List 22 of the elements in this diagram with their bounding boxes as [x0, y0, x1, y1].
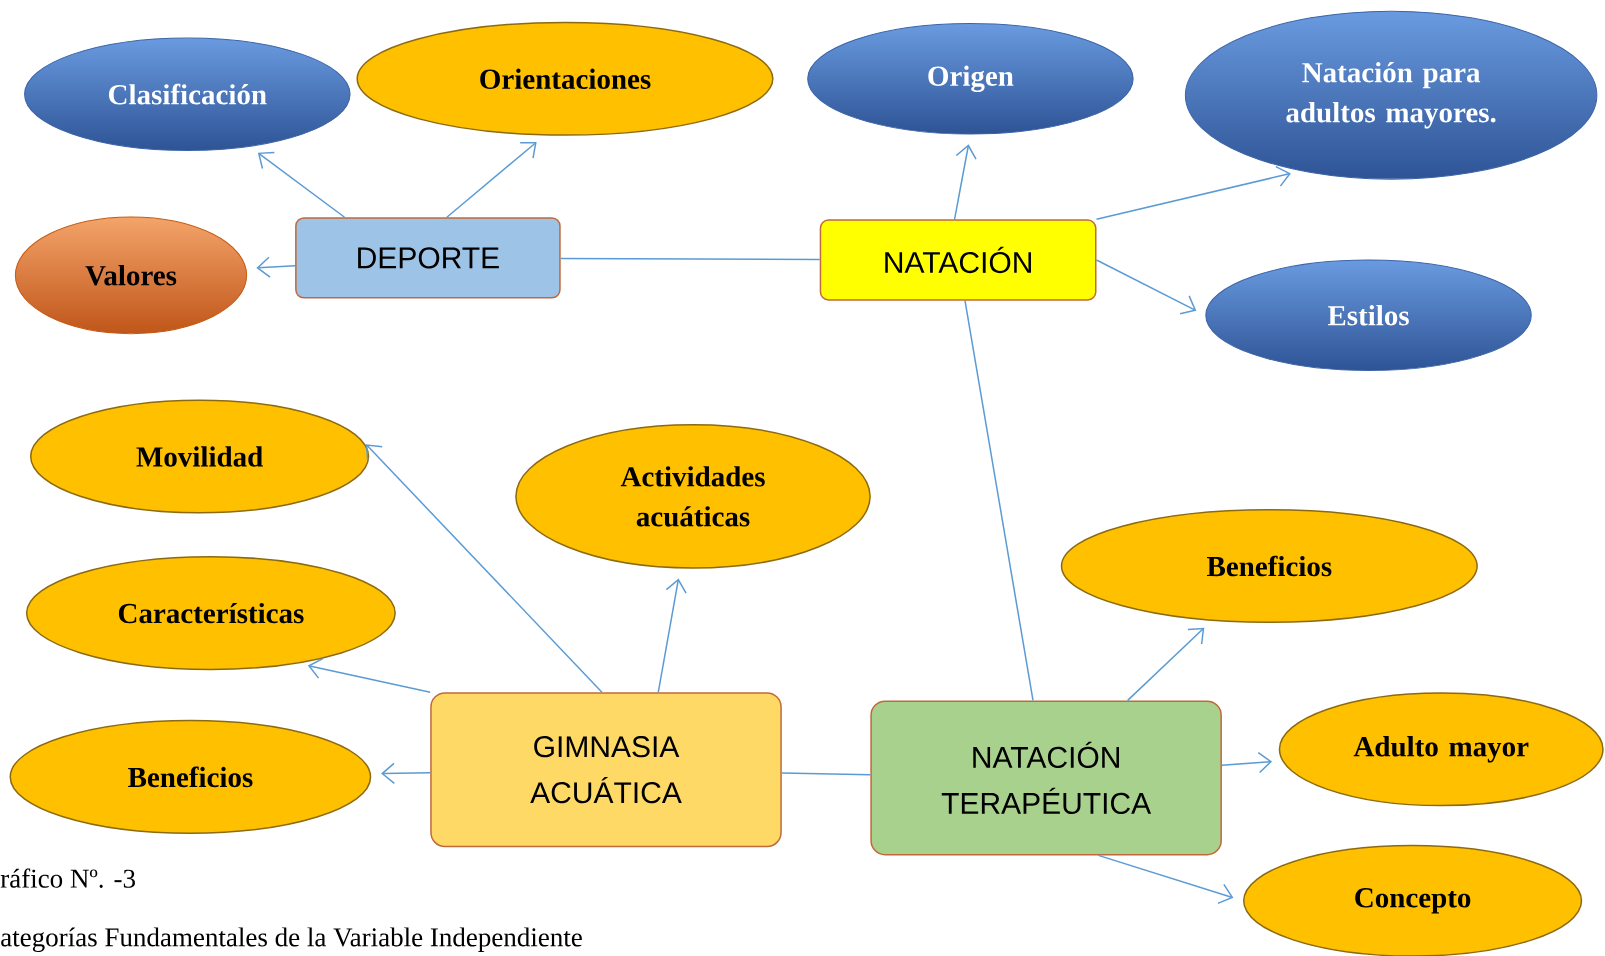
arrow: [1221, 751, 1273, 774]
arrow: [953, 144, 977, 221]
connector-line: [559, 257, 821, 261]
concept-box: DEPORTE: [295, 217, 561, 299]
caption-text: ategorías Fundamentales de la Variable Independiente: [1, 927, 582, 952]
arrow: [446, 141, 537, 218]
arrow: [256, 256, 296, 278]
arrow: [1097, 854, 1234, 905]
concept-box: GIMNASIA ACUÁTICA: [430, 692, 782, 848]
connector-line: [964, 299, 1034, 702]
arrow: [1126, 627, 1205, 702]
arrow: [657, 578, 687, 693]
connector-line: [781, 772, 872, 776]
arrow: [307, 657, 431, 693]
arrow: [1095, 259, 1197, 315]
arrow: [257, 151, 346, 218]
concept-box: NATACIÓN: [819, 219, 1097, 301]
caption-text: ráfico Nº. -3: [0, 868, 135, 888]
arrow: [1095, 165, 1291, 221]
arrow: [365, 444, 603, 693]
arrow: [381, 762, 431, 785]
concept-box: NATACIÓN TERAPÉUTICA: [870, 700, 1222, 856]
